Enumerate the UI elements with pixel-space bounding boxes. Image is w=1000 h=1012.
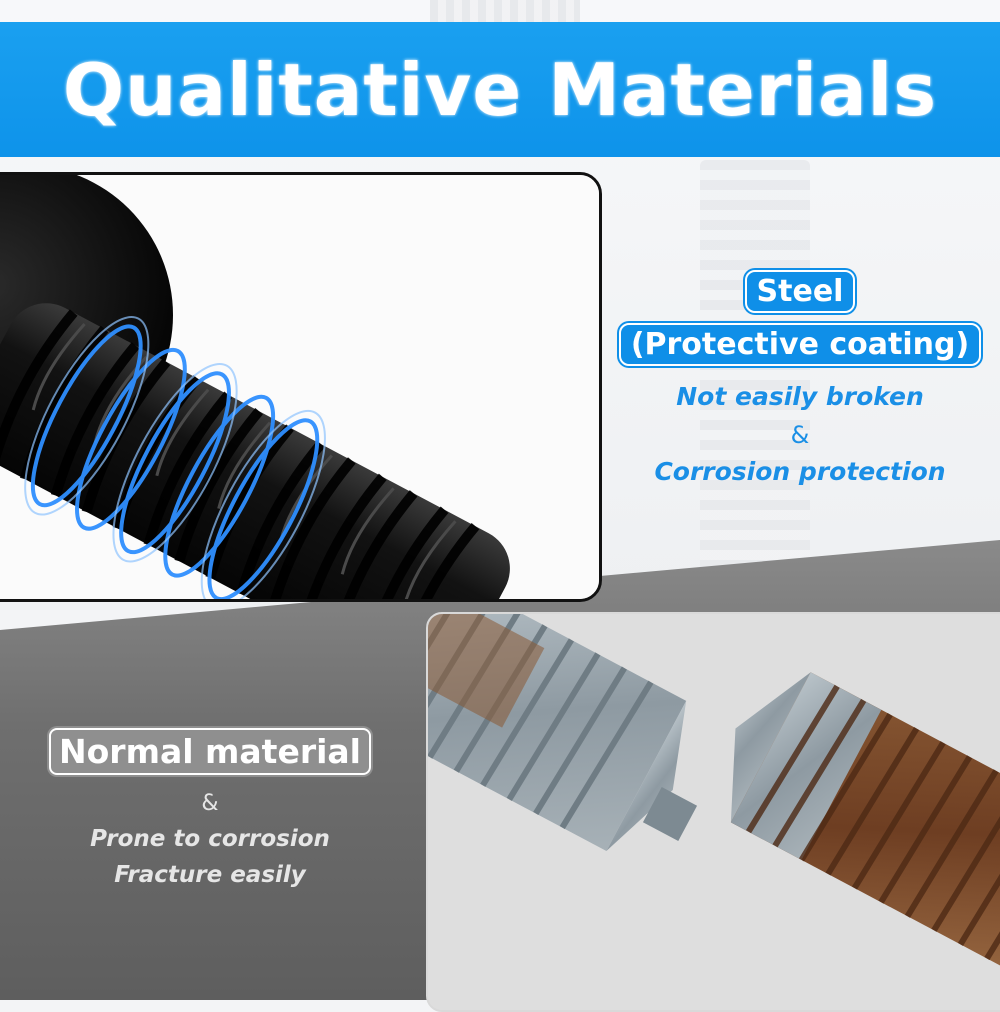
black-threaded-bolt-icon <box>0 175 599 599</box>
drawback-fracture-easily: Fracture easily <box>114 862 306 888</box>
steel-label: Steel <box>744 270 856 313</box>
background-bolt-faded <box>700 160 810 600</box>
normal-material-label: Normal material <box>49 728 371 775</box>
drawback-prone-to-corrosion: Prone to corrosion <box>90 826 330 852</box>
rusted-bolt-photo <box>426 612 1000 1012</box>
black-bolt-photo <box>0 172 602 602</box>
ampersand: & <box>790 421 810 449</box>
steel-description: Steel (Protective coating) Not easily br… <box>610 270 990 486</box>
ampersand: & <box>201 791 219 816</box>
page-title: Qualitative Materials <box>62 47 938 132</box>
rusted-broken-bolt-icon <box>428 614 1000 1010</box>
coating-label: (Protective coating) <box>618 323 982 366</box>
normal-material-description: Normal material & Prone to corrosion Fra… <box>30 728 390 888</box>
feature-corrosion-protection: Corrosion protection <box>654 457 946 486</box>
title-banner: Qualitative Materials <box>0 22 1000 157</box>
feature-not-easily-broken: Not easily broken <box>676 382 924 411</box>
